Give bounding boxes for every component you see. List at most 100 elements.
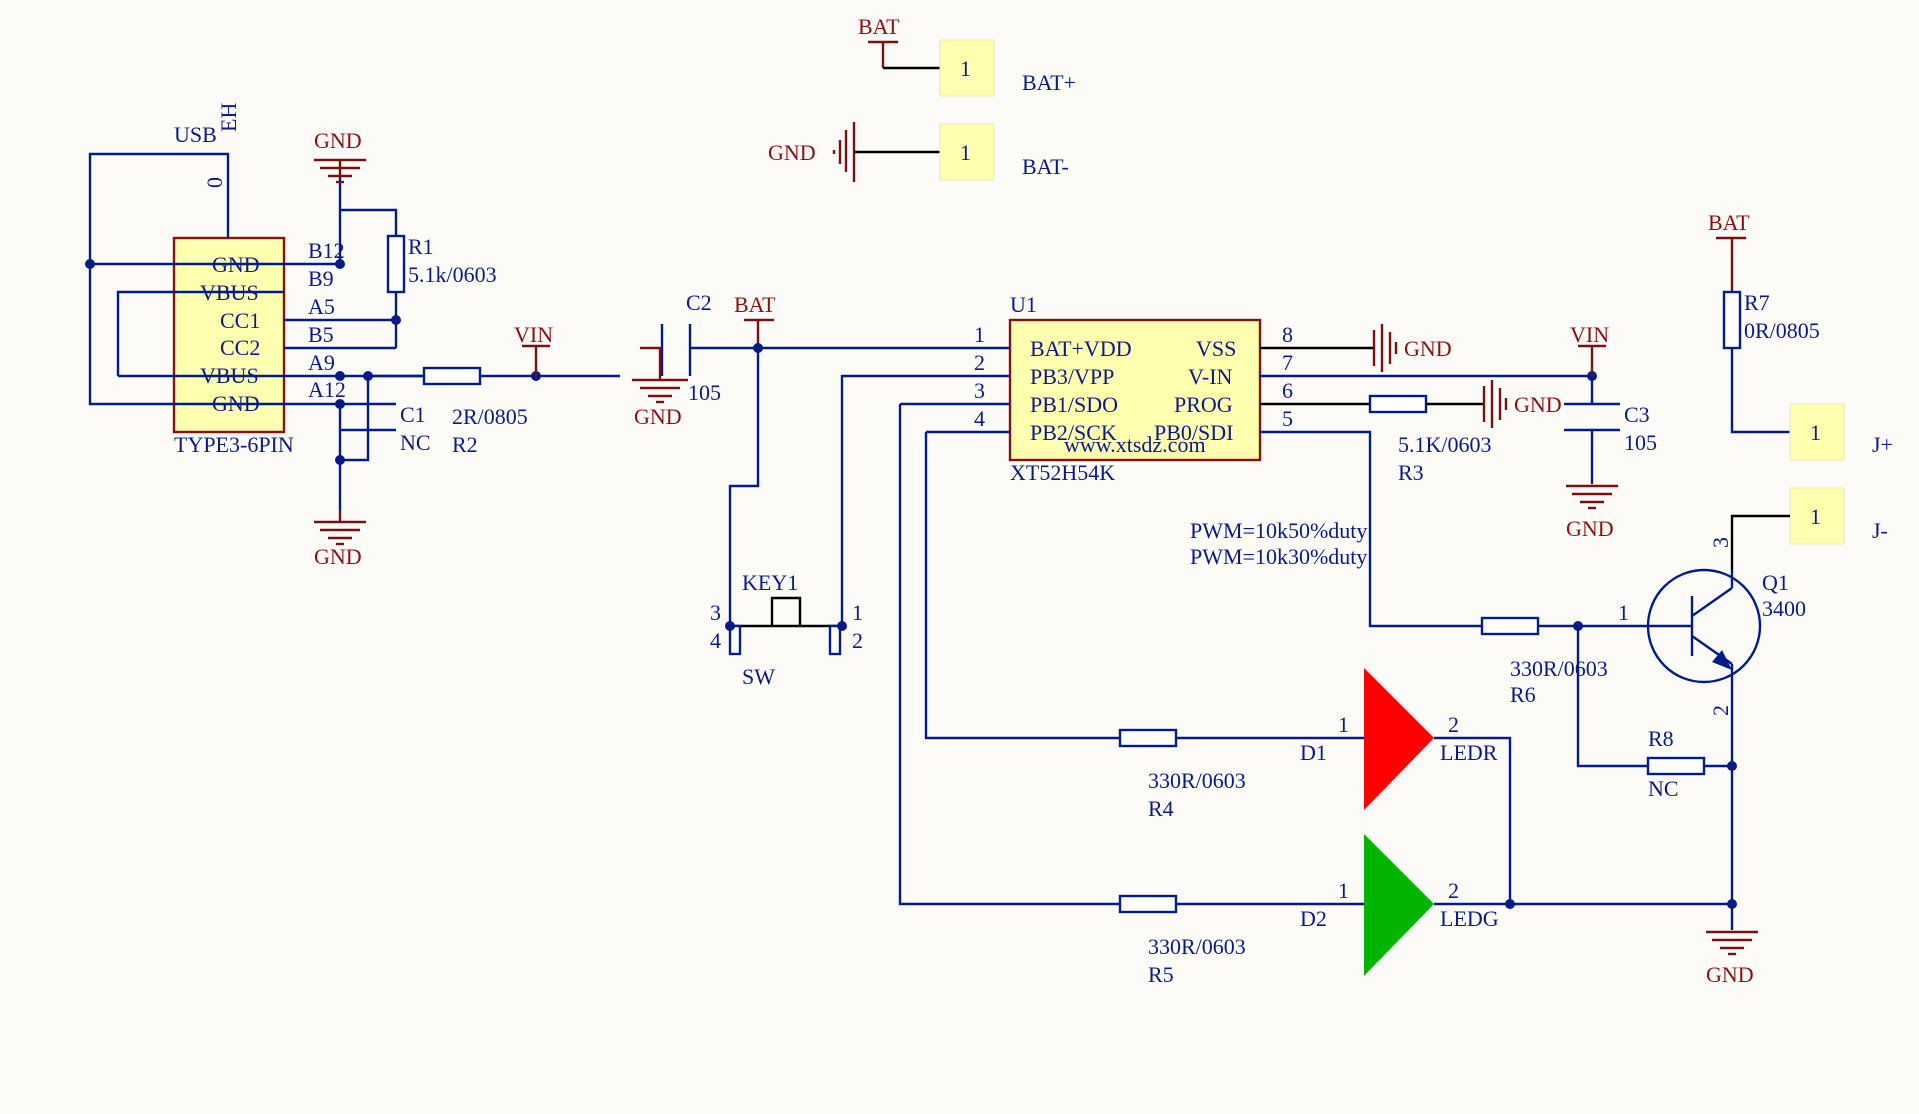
vin-right-label: VIN [1570,322,1609,347]
key1-pin: 3 [710,600,721,625]
r5-value: 330R/0603 [1148,934,1246,959]
bat-plus-pin: 1 [960,56,971,81]
d2-pin2: 2 [1448,878,1459,903]
c2-value: 105 [688,380,721,405]
c1-ref: C1 [400,402,426,427]
r2-resistor: VIN 2R/0805 R2 [368,322,620,457]
u1-chip: U1 1 2 3 4 BAT+VDD PB3/VPP PB1/SDO PB2/S… [758,292,1293,485]
d1-name: LEDR [1440,740,1498,765]
r6-resistor: 330R/0603 R6 [1480,616,1648,707]
u1-pin-name: VSS [1196,336,1236,361]
u1-part: XT52H54K [1010,460,1115,485]
bat-minus-terminal: GND 1 BAT- [768,122,1069,182]
u1-body [1008,318,1262,462]
r7-bat-label: BAT [1708,210,1750,235]
vin-left-label: VIN [514,322,553,347]
r1-value: 5.1k/0603 [408,262,497,287]
r1-ref: R1 [408,234,434,259]
q1-mosfet: Q1 3400 1 2 3 [1618,537,1806,904]
u1-pin-name: BAT+VDD [1030,336,1132,361]
d2-ref: D2 [1300,906,1327,931]
q1-ref: Q1 [1762,570,1789,595]
bat-plus-terminal: BAT 1 BAT+ [858,14,1076,97]
q1-value: 3400 [1762,596,1806,621]
usb-body [172,236,286,434]
key1-ref: KEY1 [742,570,798,595]
usb-ref: USB [174,122,217,147]
r3-value: 5.1K/0603 [1398,432,1492,457]
r2-ref: R2 [452,432,478,457]
u1-pin-name: PROG [1174,392,1233,417]
usb-part: TYPE3-6PIN [174,432,294,457]
r8-ref: R8 [1648,726,1674,751]
u1-right-wires: GND VIN GND 5.1K/0603 R3 [1260,322,1609,628]
usb-gnd-bottom-label: GND [314,544,362,569]
jminus-label: J- [1872,518,1888,543]
jplus-pin: 1 [1810,420,1821,445]
u1-pin-num: 2 [974,350,985,375]
r4-value: 330R/0603 [1148,768,1246,793]
key1-pin: 4 [710,628,721,653]
q1-pin: 1 [1618,600,1629,625]
d2-led-symbol [1364,834,1434,976]
key1-name: SW [742,664,775,689]
d1-pin1: 1 [1338,712,1349,737]
q1-pin: 2 [1708,705,1733,716]
usb-gnd-top: GND [314,128,366,184]
d2-name: LEDG [1440,906,1499,931]
u1-watermark: www.xtsdz.com [1064,432,1206,457]
u1-pin-name: PB3/VPP [1030,364,1114,389]
jplus-label: J+ [1872,432,1893,457]
usb-gnd-bottom: GND [314,510,366,569]
u1-pin-num: 1 [974,322,985,347]
bat-net-c2: BAT [734,292,776,317]
gnd-q1-label: GND [1706,962,1754,987]
usb-pin-id: B12 [308,238,345,263]
r4-ref: R4 [1148,796,1174,821]
d2-led: 1 2 D2 LEDG 330R/0603 R5 [898,404,1737,987]
u1-pin-num: 4 [974,406,985,431]
d1-ref: D1 [1300,740,1327,765]
c1-value: NC [400,430,431,455]
r7-value: 0R/0805 [1744,318,1820,343]
d1-pin2: 2 [1448,712,1459,737]
u1-pin-num: 8 [1282,322,1293,347]
batn-gnd-label: GND [768,140,816,165]
u1-ref: U1 [1010,292,1037,317]
usb-pin-id: A12 [308,377,346,402]
c2-capacitor: C2 105 GND [632,290,760,429]
bat-minus-pin: 1 [960,140,971,165]
usb-pin-id: A5 [308,294,335,319]
r3-ref: R3 [1398,460,1424,485]
u1-pin-name: V-IN [1188,364,1233,389]
usb-sub: EH [216,103,241,132]
key1-pin: 1 [852,600,863,625]
jminus-terminal: 1 J- [1730,487,1888,570]
r1-resistor: R1 5.1k/0603 [386,234,497,294]
d1-led: 1 2 D1 LEDR 330R/0603 R4 [924,432,1512,904]
r7-ref: R7 [1744,290,1770,315]
bat-net-flag: BAT [734,292,776,353]
usb-pin-id: B5 [308,322,334,347]
d2-pin1: 1 [1338,878,1349,903]
u1-pin-name: PB0/SDI [1154,420,1233,445]
c3-gnd-label: GND [1566,516,1614,541]
usb-gnd-top-label: GND [314,128,362,153]
r2-value: 2R/0805 [452,404,528,429]
r6-ref: R6 [1510,682,1536,707]
u1-pin-name: PB2/SCK [1030,420,1117,445]
bat-plus-label: BAT+ [1022,70,1076,95]
usb-pin-id: A9 [308,350,335,375]
bat-minus-label: BAT- [1022,154,1069,179]
usb-zero: 0 [202,177,227,188]
pwm-note: PWM=10k30%duty [1190,544,1367,569]
u1-pin-name: PB1/SDO [1030,392,1118,417]
usb-connector: USB EH 0 GND VBUS CC1 CC2 VBUS GND B12 B… [172,103,346,457]
r8-resistor: R8 NC [1576,626,1737,801]
gnd-q1: GND [1706,904,1758,987]
u1-pin-num: 3 [974,378,985,403]
c3-ref: C3 [1624,402,1650,427]
c2-gnd-label: GND [634,404,682,429]
r3-gnd-label: GND [1514,392,1562,417]
gnd-u1-label: GND [1404,336,1452,361]
